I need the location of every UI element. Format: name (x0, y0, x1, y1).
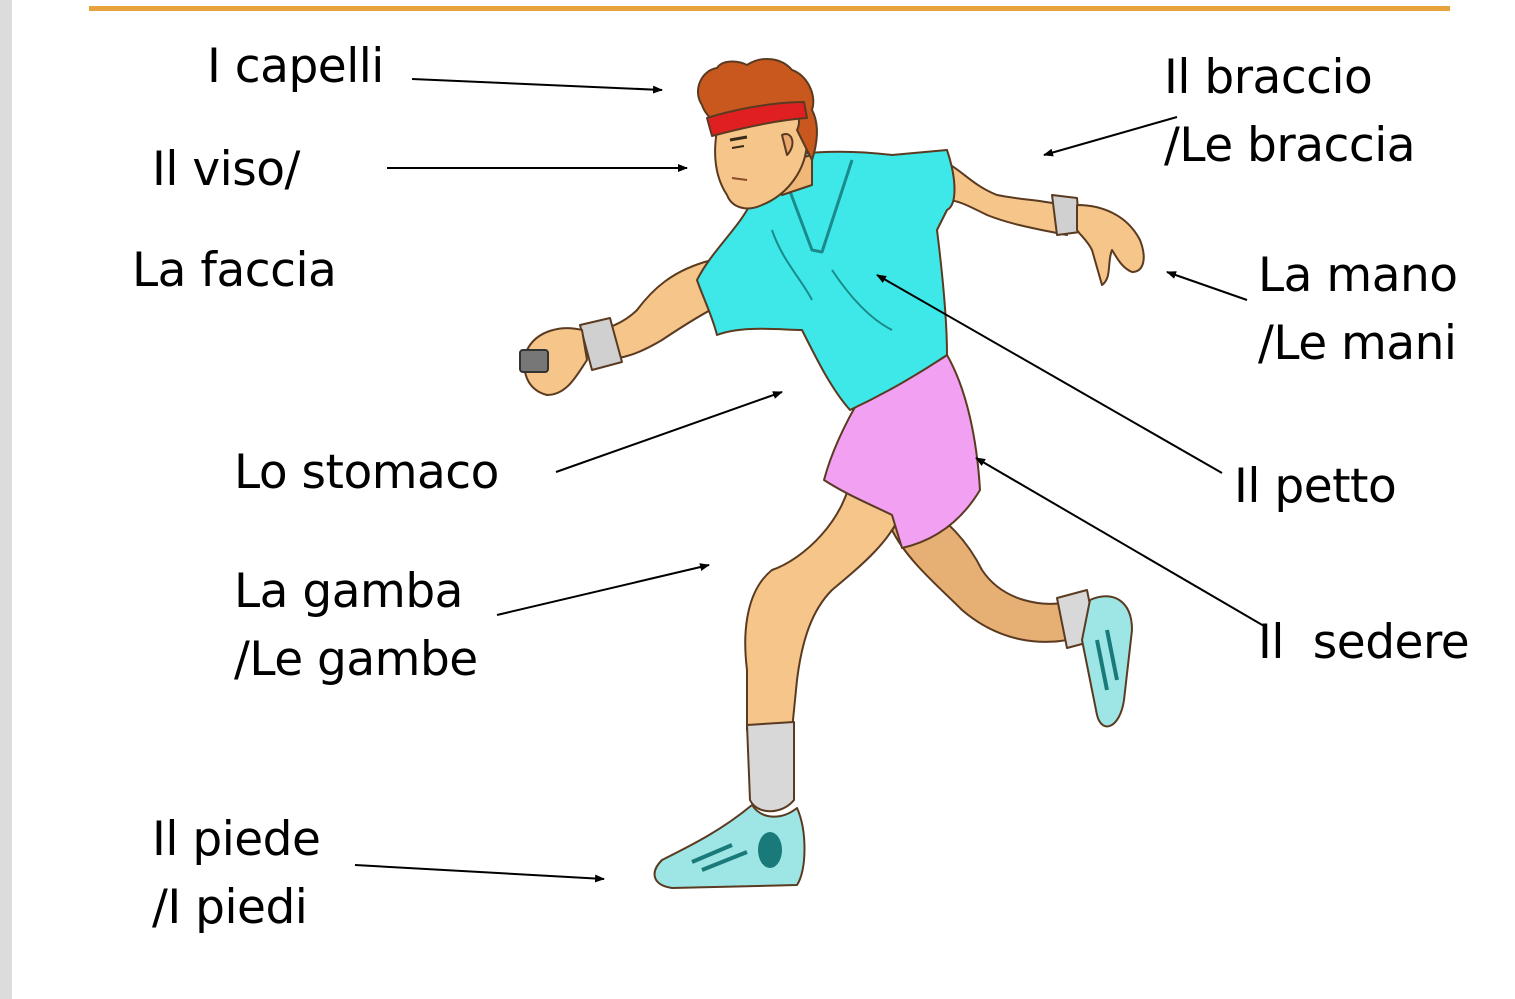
label-gamba: La gamba (234, 564, 463, 619)
label-petto: Il petto (1234, 459, 1397, 514)
arrow-capelli (411, 78, 663, 94)
arrow-piede (354, 864, 605, 883)
accent-rule (89, 6, 1450, 11)
arrow-braccio (1043, 116, 1178, 157)
label-braccia: /Le braccia (1164, 118, 1416, 173)
label-faccia: La faccia (132, 243, 337, 298)
runner-illustration (519, 58, 1145, 889)
label-mano: La mano (1258, 248, 1458, 303)
label-sedere: Il sedere (1258, 615, 1470, 670)
arrow-stomaco (555, 391, 783, 473)
label-piede: Il piede (152, 812, 321, 867)
label-braccio: Il braccio (1164, 50, 1373, 105)
arrow-sedere (975, 457, 1265, 627)
label-stomaco: Lo stomaco (234, 445, 499, 500)
arrow-mano (1166, 271, 1248, 301)
label-capelli: I capelli (207, 39, 384, 94)
arrow-petto (876, 274, 1223, 474)
label-mani: /Le mani (1258, 316, 1457, 371)
label-piedi: /I piedi (152, 880, 308, 935)
slide: I capelli Il viso/ La faccia Il braccio … (12, 0, 1515, 999)
label-gambe: /Le gambe (234, 632, 478, 687)
arrow-gamba (496, 563, 710, 616)
body-parts-diagram (354, 58, 1265, 889)
label-viso: Il viso/ (152, 142, 300, 197)
